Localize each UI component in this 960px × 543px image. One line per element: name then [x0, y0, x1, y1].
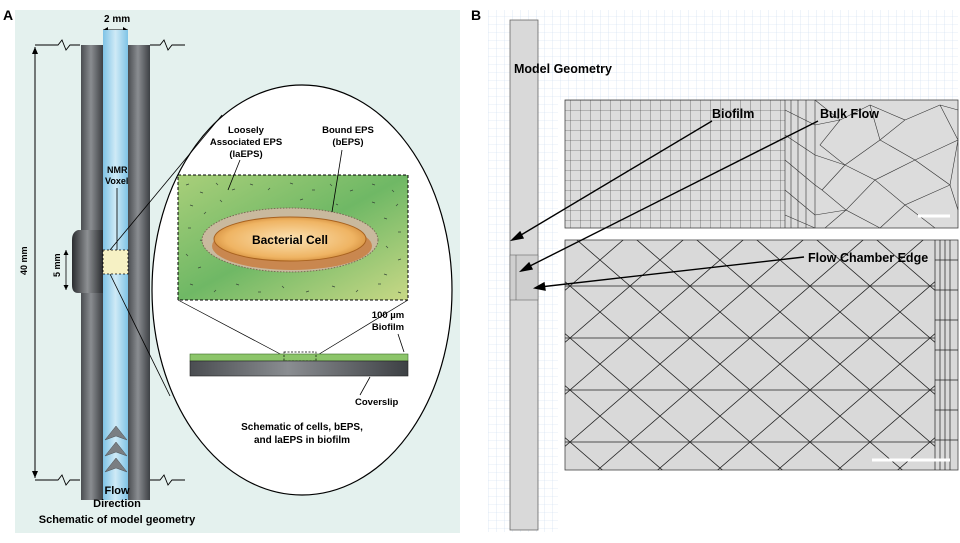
cell-label: Bacterial Cell	[252, 233, 328, 247]
nmr-voxel-bulge	[72, 230, 103, 293]
inset-caption-1: Schematic of cells, bEPS,	[241, 422, 363, 433]
flow-chamber-edge-region	[509, 254, 539, 301]
nmr-voxel-label-1: NMR	[107, 165, 128, 175]
inset-caption-2: and laEPS in biofilm	[254, 435, 350, 446]
bulk-flow-arrow	[525, 120, 819, 269]
beps-pointer	[331, 149, 343, 213]
biofilm-pointer	[397, 333, 405, 353]
panel-a-caption: Schematic of model geometry	[39, 514, 196, 526]
width-label: 2 mm	[104, 14, 130, 25]
break-mark-bottom	[35, 474, 185, 486]
panel-b: B Model Geometry Biofilm Bulk Fl	[471, 7, 959, 532]
biofilm-label-2: Biofilm	[372, 322, 404, 333]
zoom-line-bottom	[109, 273, 171, 397]
background-grid-right	[558, 10, 958, 100]
biofilm-layer	[189, 353, 409, 362]
coverslip	[189, 360, 409, 377]
model-geometry-label: Model Geometry	[514, 62, 612, 76]
biofilm-arrow	[515, 120, 713, 239]
laeps-label-2: Associated EPS	[210, 137, 282, 148]
voxel-height-label: 5 mm	[52, 253, 62, 277]
biofilm-mesh-label: Biofilm	[712, 107, 754, 121]
laeps-dots	[185, 182, 402, 294]
right-wall	[128, 45, 150, 500]
flow-chamber-edge-label: Flow Chamber Edge	[808, 251, 928, 265]
zoom-line-top	[109, 114, 223, 251]
bacterial-cell	[213, 216, 367, 262]
height-label: 40 mm	[19, 246, 29, 275]
break-mark-top	[35, 39, 185, 51]
beps-label-2: (bEPS)	[332, 137, 363, 148]
flow-label-2: Direction	[93, 498, 141, 510]
panel-b-letter: B	[471, 7, 481, 23]
coverslip-label: Coverslip	[355, 397, 398, 408]
nmr-voxel	[102, 249, 129, 275]
chamber-edge-arrow	[539, 256, 805, 288]
zoom-line-inset-left	[177, 299, 285, 357]
bulk-flow-label: Bulk Flow	[820, 107, 879, 121]
biofilm-label-1: 100 µm	[372, 310, 404, 321]
mesh-inset-top	[564, 99, 959, 229]
beps-label-1: Bound EPS	[322, 125, 374, 136]
coverslip-pointer	[359, 376, 371, 396]
panel-a: A 2 mm 40 mm NMR Voxel 5 mm	[3, 7, 460, 533]
flow-chevrons	[104, 425, 128, 473]
laeps-pointer	[227, 159, 241, 191]
laeps-label-1: Loosely	[228, 125, 265, 136]
flow-label-1: Flow	[104, 485, 129, 497]
zoom-line-inset-right	[315, 299, 409, 357]
nmr-voxel-label-2: Voxel	[105, 176, 128, 186]
mesh-inset-bottom	[564, 239, 959, 471]
panel-a-letter: A	[3, 7, 13, 23]
laeps-label-3: (laEPS)	[229, 149, 262, 160]
